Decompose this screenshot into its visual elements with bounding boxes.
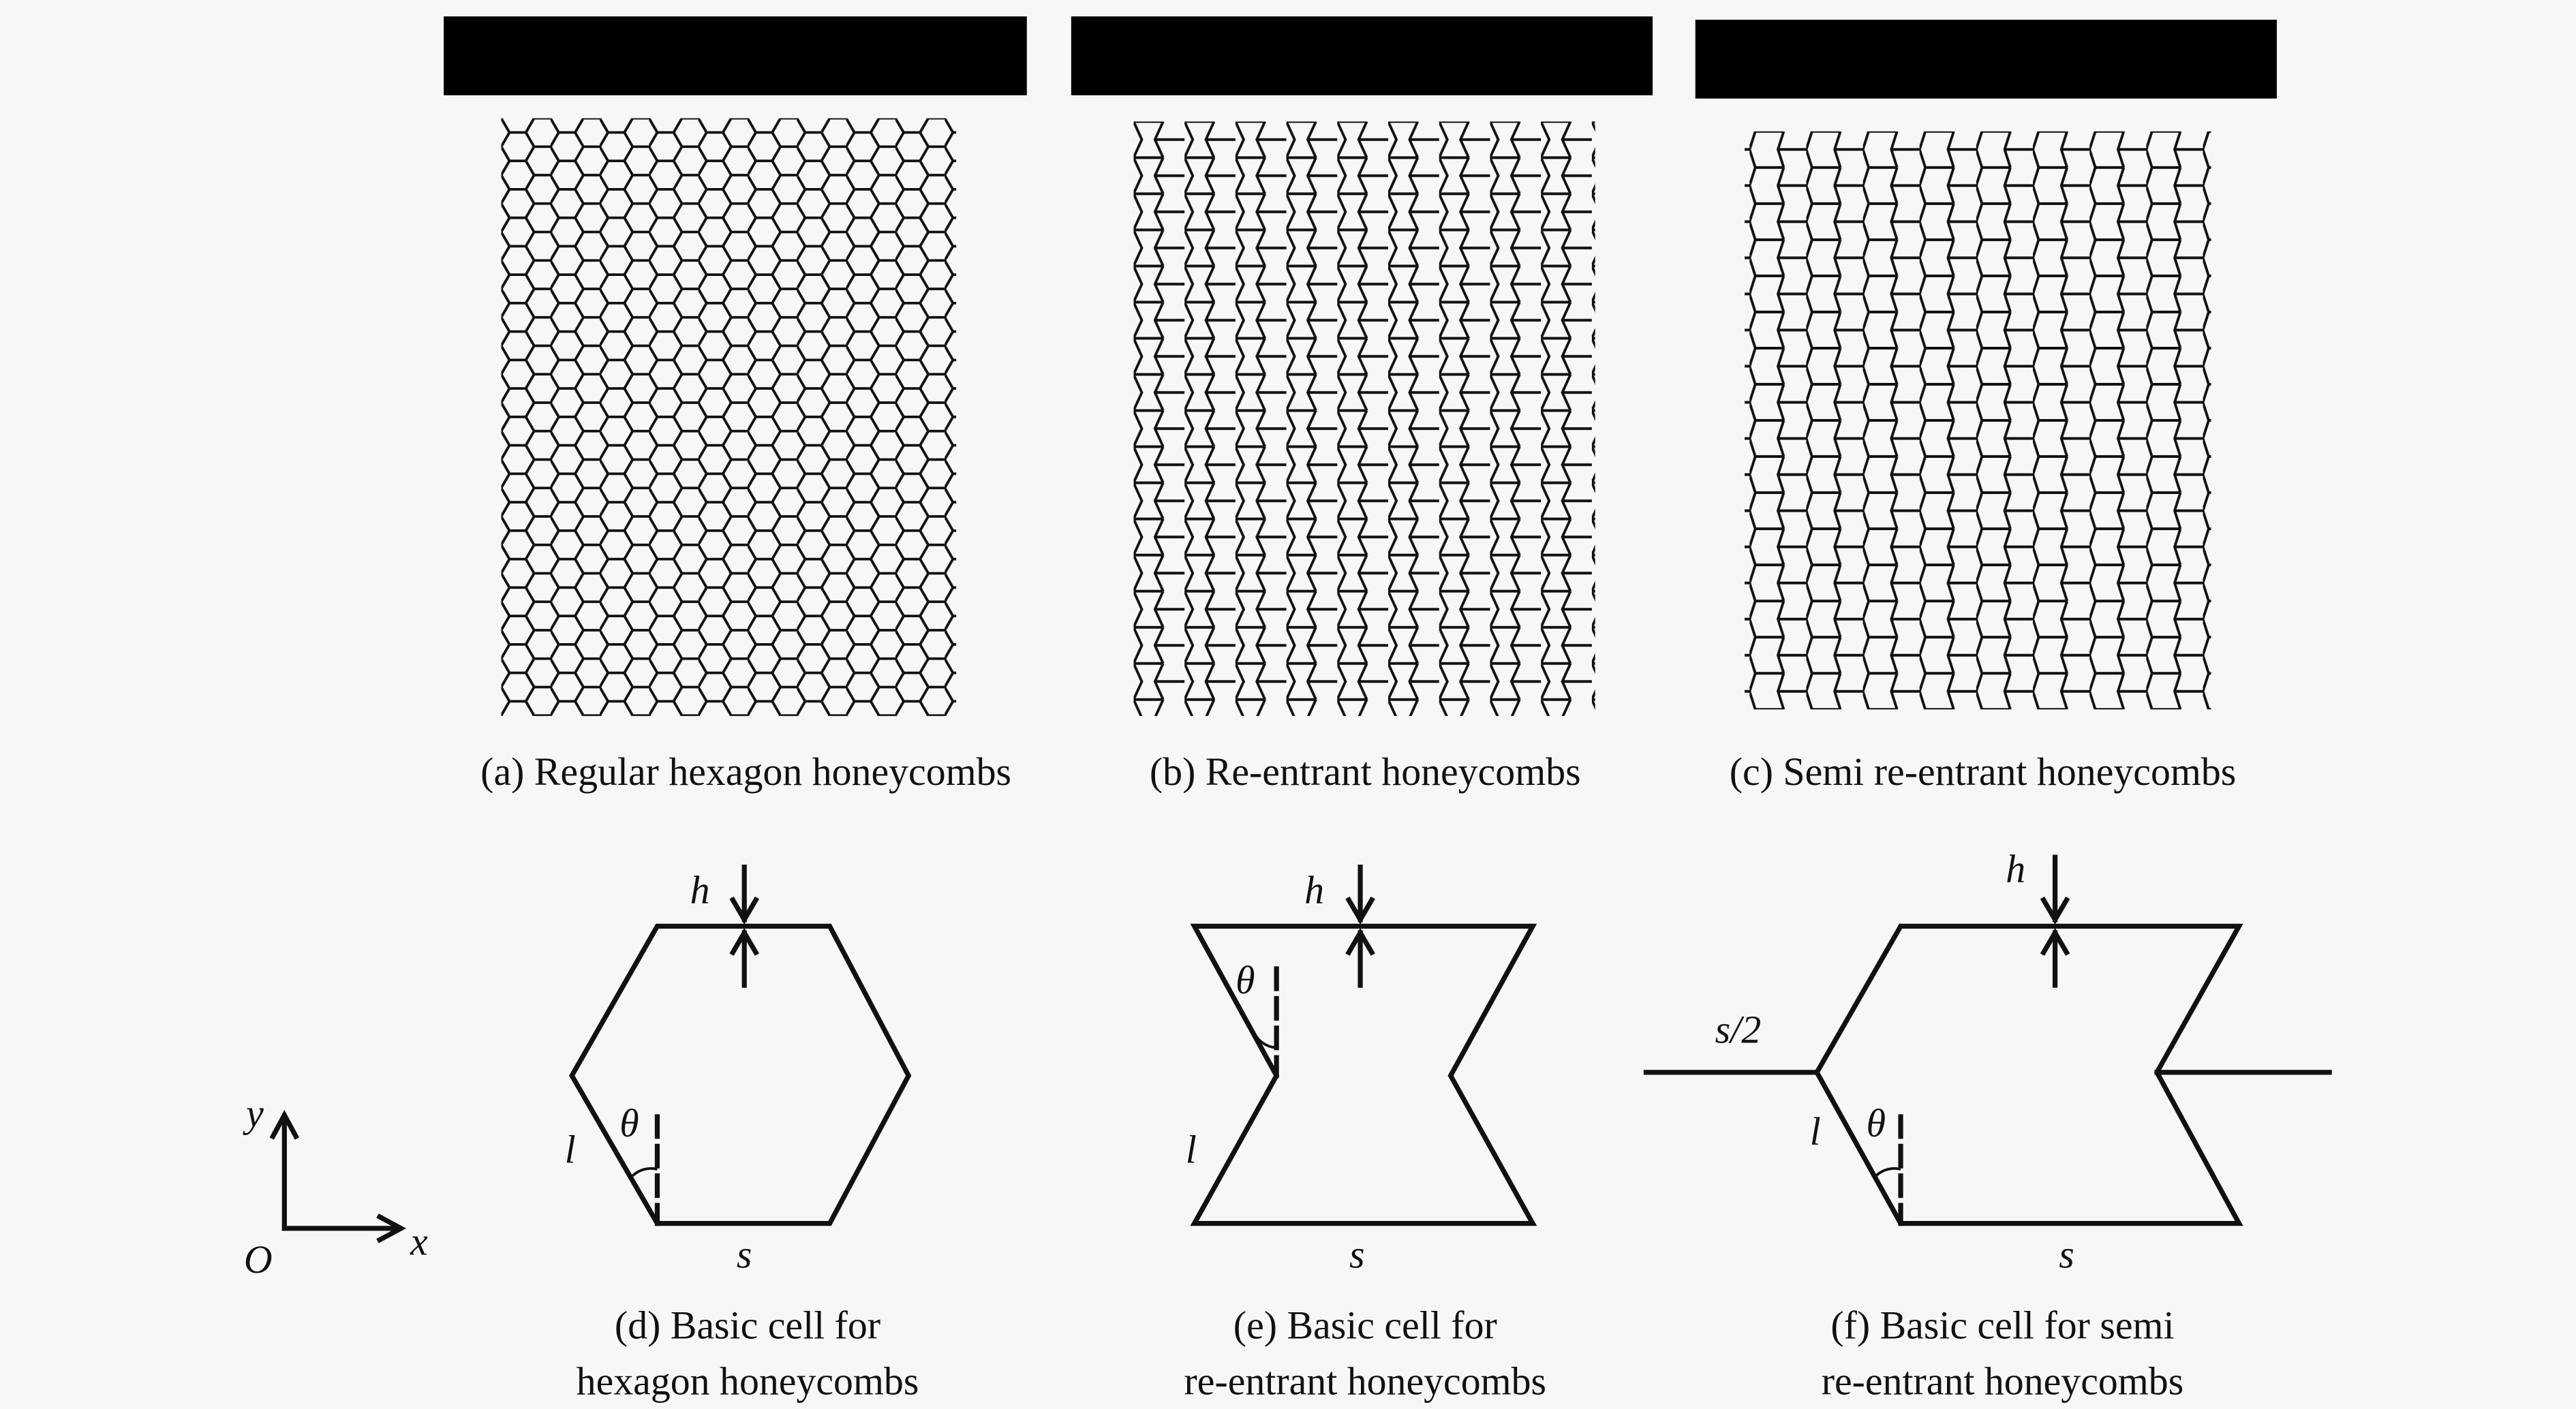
hexagon-basic-cell: h θ l s <box>565 865 912 1277</box>
semi-re-entrant-basic-cell: h θ l s s/2 <box>1643 846 2332 1277</box>
thickness-label: h <box>1304 868 1324 912</box>
length-label: l <box>565 1127 576 1171</box>
caption-e-line1: (e) Basic cell for <box>1233 1303 1497 1347</box>
caption-f-line2: re-entrant honeycombs <box>1822 1359 2184 1403</box>
loading-plate-a <box>444 16 1027 95</box>
re-entrant-basic-cell: h θ l s <box>1186 865 1537 1277</box>
re-entrant-honeycomb-lattice <box>1133 121 1595 716</box>
x-axis-label: x <box>410 1219 428 1263</box>
caption-f-line1: (f) Basic cell for semi <box>1830 1303 2174 1347</box>
length-label: l <box>1810 1109 1821 1153</box>
caption-d-line1: (d) Basic cell for <box>615 1303 880 1347</box>
thickness-label: h <box>2006 846 2025 891</box>
caption-c: (c) Semi re-entrant honeycombs <box>1730 749 2236 794</box>
y-axis-label: y <box>243 1091 264 1135</box>
hexagon-honeycomb-lattice <box>501 118 957 716</box>
side-label: s <box>1349 1233 1365 1277</box>
angle-label: θ <box>619 1101 639 1145</box>
half-side-label: s/2 <box>1715 1008 1762 1052</box>
caption-a: (a) Regular hexagon honeycombs <box>480 749 1011 794</box>
side-label: s <box>737 1233 752 1277</box>
caption-e-line2: re-entrant honeycombs <box>1184 1359 1547 1403</box>
semi-re-entrant-honeycomb-lattice <box>1745 131 2211 710</box>
angle-label: θ <box>1867 1101 1886 1145</box>
loading-plate-c <box>1695 19 2277 99</box>
angle-label: θ <box>1236 958 1255 1002</box>
origin-label: O <box>244 1237 273 1282</box>
coordinate-axes: y x O <box>243 1091 428 1282</box>
loading-plate-b <box>1071 16 1653 95</box>
side-label: s <box>2059 1233 2074 1277</box>
length-label: l <box>1186 1127 1197 1171</box>
caption-b: (b) Re-entrant honeycombs <box>1150 749 1581 794</box>
thickness-label: h <box>690 868 710 912</box>
caption-d-line2: hexagon honeycombs <box>577 1359 919 1403</box>
